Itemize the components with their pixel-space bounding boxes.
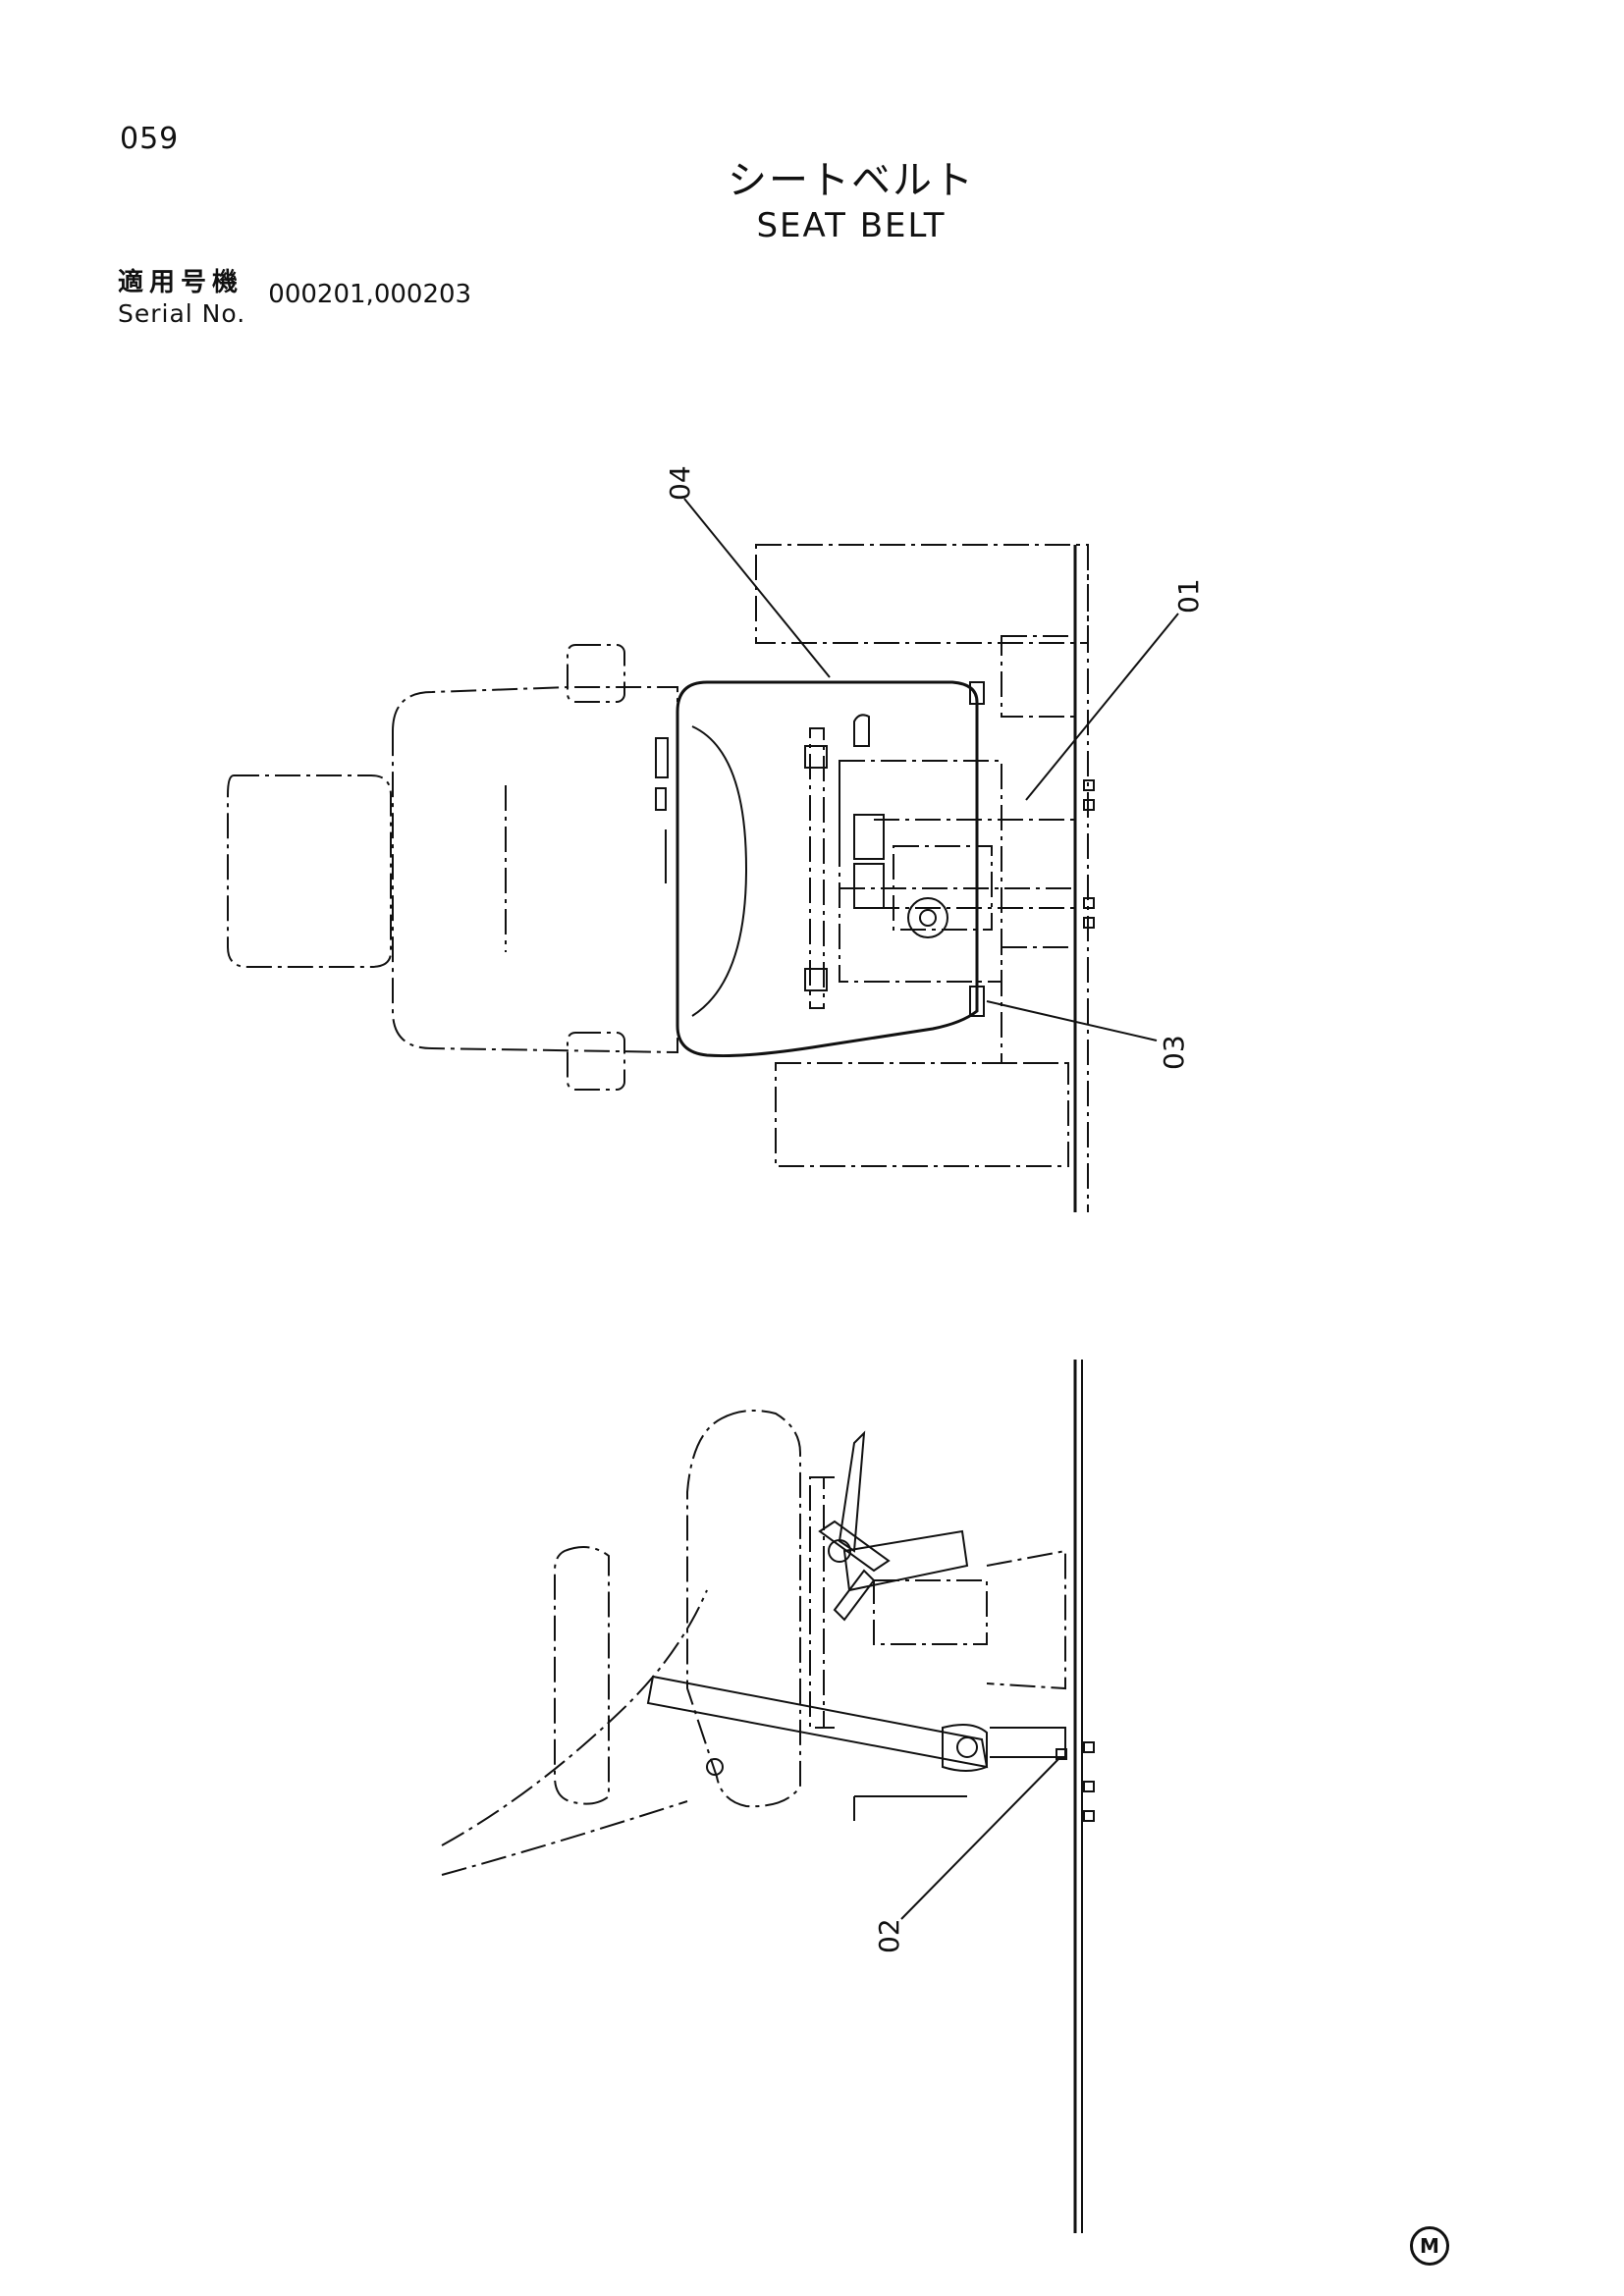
serial-number-block: 適用号機 Serial No. 000201,000203 — [118, 267, 471, 330]
page-number: 059 — [120, 122, 180, 156]
svg-text:01: 01 — [1172, 578, 1205, 614]
serial-labels: 適用号機 Serial No. — [118, 267, 245, 330]
callout-03: 03 — [986, 1000, 1190, 1070]
serial-label-english: Serial No. — [118, 299, 246, 328]
manufacturer-mark: M — [1410, 2226, 1449, 2266]
page-title: シートベルト SEAT BELT — [0, 157, 1624, 247]
svg-text:04: 04 — [664, 465, 696, 501]
serial-value: 000201,000203 — [268, 280, 472, 309]
svg-text:02: 02 — [873, 1918, 905, 1953]
serial-label-japanese: 適用号機 — [118, 268, 244, 297]
title-japanese: シートベルト — [728, 158, 975, 203]
top-view-drawing — [227, 544, 1095, 1212]
svg-text:03: 03 — [1158, 1035, 1190, 1070]
callout-01: 01 — [1025, 578, 1205, 801]
title-english: SEAT BELT — [756, 206, 947, 245]
callout-04: 04 — [664, 465, 831, 678]
callout-02: 02 — [873, 1756, 1061, 1953]
side-view-drawing — [441, 1360, 1095, 2233]
